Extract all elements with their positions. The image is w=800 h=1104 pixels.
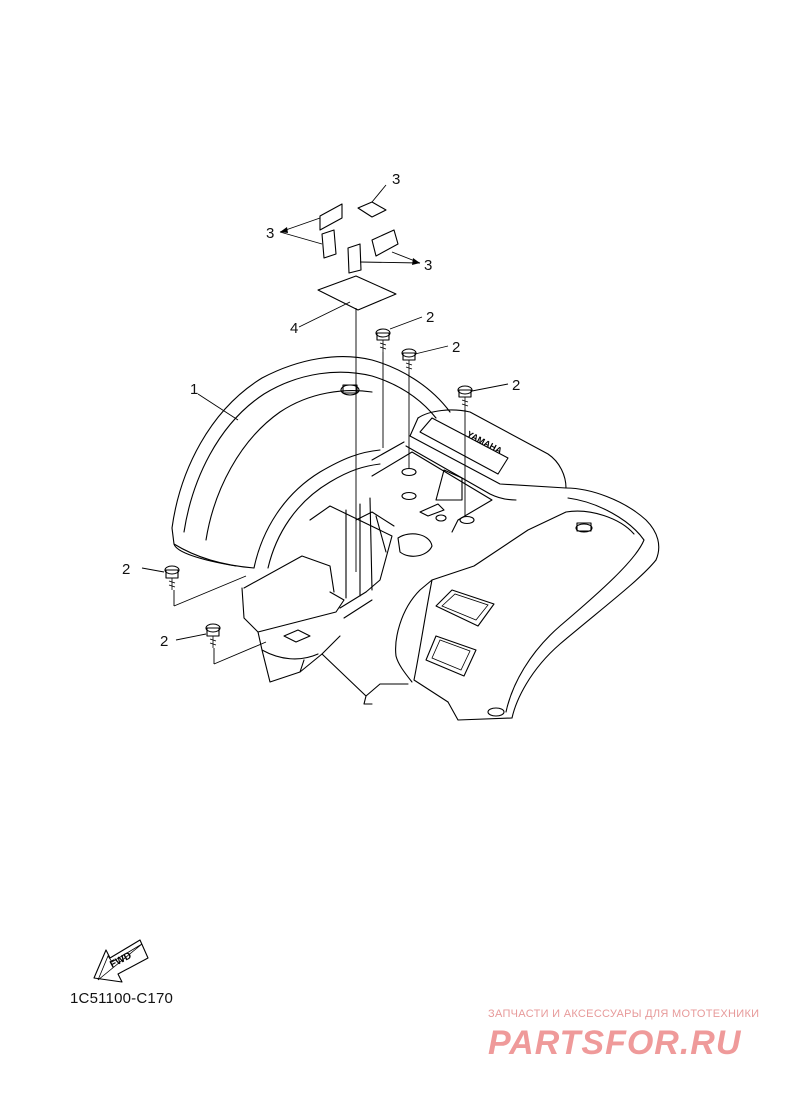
reflector-group bbox=[319, 201, 399, 274]
callout-bolt-left-lower: 2 bbox=[160, 633, 168, 650]
rear-fender: YAMAHA bbox=[171, 356, 660, 721]
label-plate bbox=[317, 275, 397, 311]
mud-flap bbox=[241, 555, 409, 705]
fwd-arrow: FWD bbox=[93, 939, 149, 983]
callout-label: 4 bbox=[290, 320, 298, 337]
rear-reflector-pad-upper bbox=[435, 589, 495, 627]
callout-bolt-right: 2 bbox=[512, 377, 520, 394]
rear-reflector-pad-lower bbox=[425, 635, 477, 677]
bolt-left-upper bbox=[164, 565, 180, 590]
leader-lines bbox=[141, 184, 509, 665]
callout-bolt-top: 2 bbox=[426, 309, 434, 326]
callout-bolt-middle: 2 bbox=[452, 339, 460, 356]
bolt-top bbox=[375, 328, 391, 352]
reflector-top-right bbox=[357, 201, 387, 218]
callout-fender: 1 bbox=[190, 381, 198, 398]
callout-reflector-left: 3 bbox=[266, 225, 274, 242]
diagram-code: 1C51100-C170 bbox=[70, 990, 174, 1007]
callout-reflector-right: 3 bbox=[424, 257, 432, 274]
brand-mark: YAMAHA bbox=[465, 429, 504, 456]
reflector-top-left bbox=[319, 203, 343, 231]
reflector-mid-left bbox=[321, 229, 337, 259]
bolt-right bbox=[457, 385, 473, 409]
bolt-middle bbox=[401, 348, 417, 372]
watermark-tagline: ЗАПЧАСТИ И АКСЕССУАРЫ ДЛЯ МОТОТЕХНИКИ bbox=[488, 1008, 760, 1020]
callout-reflector-top: 3 bbox=[392, 171, 400, 188]
bolt-left-lower bbox=[205, 623, 221, 648]
watermark-logo: PARTSFOR.RU bbox=[488, 1024, 742, 1062]
callout-bolt-left-upper: 2 bbox=[122, 561, 130, 578]
reflector-center bbox=[347, 243, 362, 274]
reflector-right bbox=[371, 229, 399, 257]
